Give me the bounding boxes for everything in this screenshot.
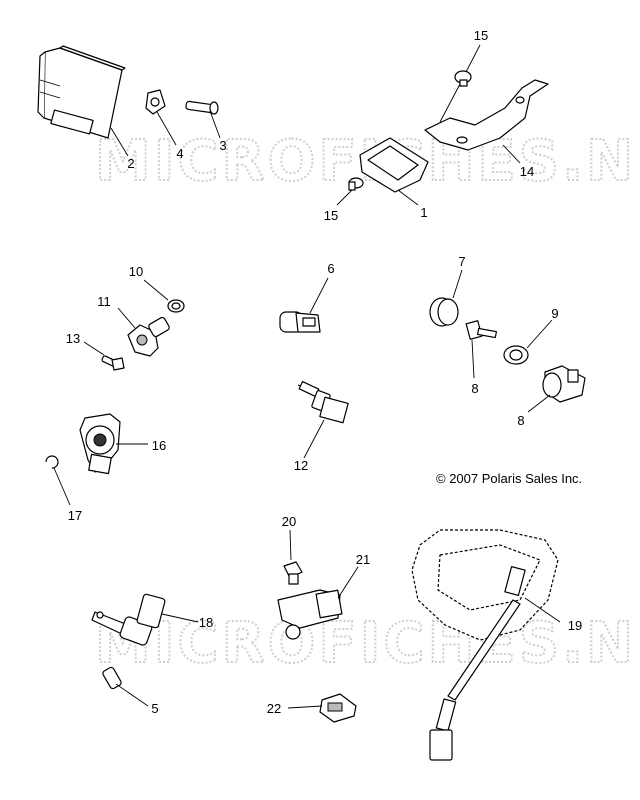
map-sensor-part[interactable]: [127, 316, 170, 357]
bolt-part[interactable]: [101, 355, 125, 371]
callout-10: 10: [129, 264, 143, 279]
callout-4: 4: [176, 146, 183, 161]
callout-21: 21: [356, 552, 370, 567]
callout-9: 9: [551, 306, 558, 321]
sensor-pad-part[interactable]: [359, 137, 429, 193]
callout-15a: 15: [474, 28, 488, 43]
callout-3: 3: [219, 138, 226, 153]
clip-part[interactable]: [145, 89, 166, 115]
watermark-bottom: MICROFICHES.NET: [95, 611, 640, 676]
callout-6: 6: [327, 261, 334, 276]
callout-16: 16: [152, 438, 166, 453]
callout-1: 1: [420, 205, 427, 220]
callout-19: 19: [568, 618, 582, 633]
callout-7: 7: [458, 254, 465, 269]
callout-12: 12: [294, 458, 308, 473]
temperature-sensor-part[interactable]: [297, 380, 349, 424]
callout-8a: 8: [471, 381, 478, 396]
ecu-module-part[interactable]: [37, 45, 126, 139]
o-ring-part[interactable]: [167, 299, 185, 313]
screw-bolt-part[interactable]: [283, 561, 303, 585]
push-rivet-lower-part[interactable]: [348, 177, 364, 191]
callout-17: 17: [68, 508, 82, 523]
switch-part[interactable]: [542, 365, 586, 403]
callout-15b: 15: [324, 208, 338, 223]
callout-5: 5: [151, 701, 158, 716]
leader-lines: [53, 44, 561, 709]
fuel-injector-part[interactable]: [91, 593, 166, 646]
key-part[interactable]: [465, 320, 497, 340]
throttle-body-part[interactable]: [411, 529, 559, 761]
callout-22: 22: [267, 701, 281, 716]
knock-sensor-part[interactable]: [79, 413, 121, 475]
cover-cap-part[interactable]: [429, 297, 459, 327]
fitting-part[interactable]: [102, 666, 122, 690]
mounting-bracket-part[interactable]: [424, 79, 549, 151]
callout-20: 20: [282, 514, 296, 529]
ring-part[interactable]: [503, 345, 529, 365]
callout-2: 2: [127, 156, 134, 171]
callout-14: 14: [520, 164, 534, 179]
callout-13: 13: [66, 331, 80, 346]
callouts: 1 2 3 4 5 6 7 8 8 9 10 11 12 13 14 15 15…: [66, 28, 582, 716]
callout-8b: 8: [517, 413, 524, 428]
push-rivet-top-part[interactable]: [454, 70, 472, 87]
retaining-clip-part[interactable]: [45, 455, 59, 469]
pressure-sensor-part[interactable]: [277, 589, 343, 640]
connector-part[interactable]: [319, 693, 357, 723]
callout-18: 18: [199, 615, 213, 630]
callout-11: 11: [97, 294, 111, 309]
cap-part[interactable]: [279, 311, 321, 333]
copyright-notice: © 2007 Polaris Sales Inc.: [436, 471, 582, 486]
screw-part[interactable]: [185, 100, 219, 115]
